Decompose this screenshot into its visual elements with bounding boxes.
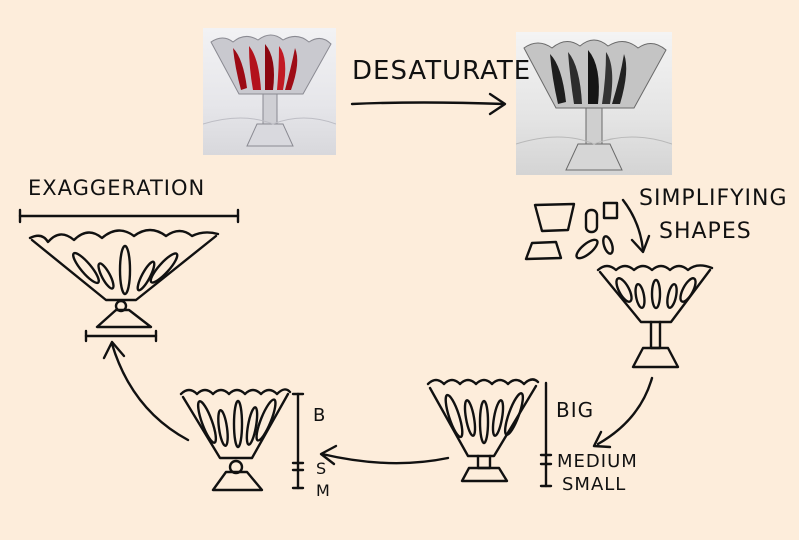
bsm-cup (179, 388, 305, 492)
value-cup (426, 378, 553, 488)
label-medium: MEDIUM (557, 451, 638, 472)
desaturated-photo (516, 32, 672, 175)
arrow-simplify (621, 198, 651, 254)
label-desaturate: DESATURATE (352, 56, 532, 86)
label-exaggeration: EXAGGERATION (28, 176, 206, 200)
label-shapes: SHAPES (659, 219, 752, 244)
arrow-to-values (592, 376, 654, 449)
simple-shapes-cluster (524, 201, 619, 261)
label-b: B (313, 405, 327, 426)
label-big: BIG (556, 398, 595, 422)
label-s: S (316, 459, 328, 478)
label-simplifying: SIMPLIFYING (639, 186, 788, 211)
arrow-to-bsm (319, 444, 450, 466)
color-photo (203, 28, 336, 155)
exaggeration-cup (18, 208, 240, 343)
label-m: M (316, 481, 331, 500)
simplified-cup (596, 264, 714, 369)
label-small: SMALL (562, 474, 627, 495)
arrow-desaturate (350, 92, 507, 116)
arrow-to-exaggeration (102, 340, 190, 442)
